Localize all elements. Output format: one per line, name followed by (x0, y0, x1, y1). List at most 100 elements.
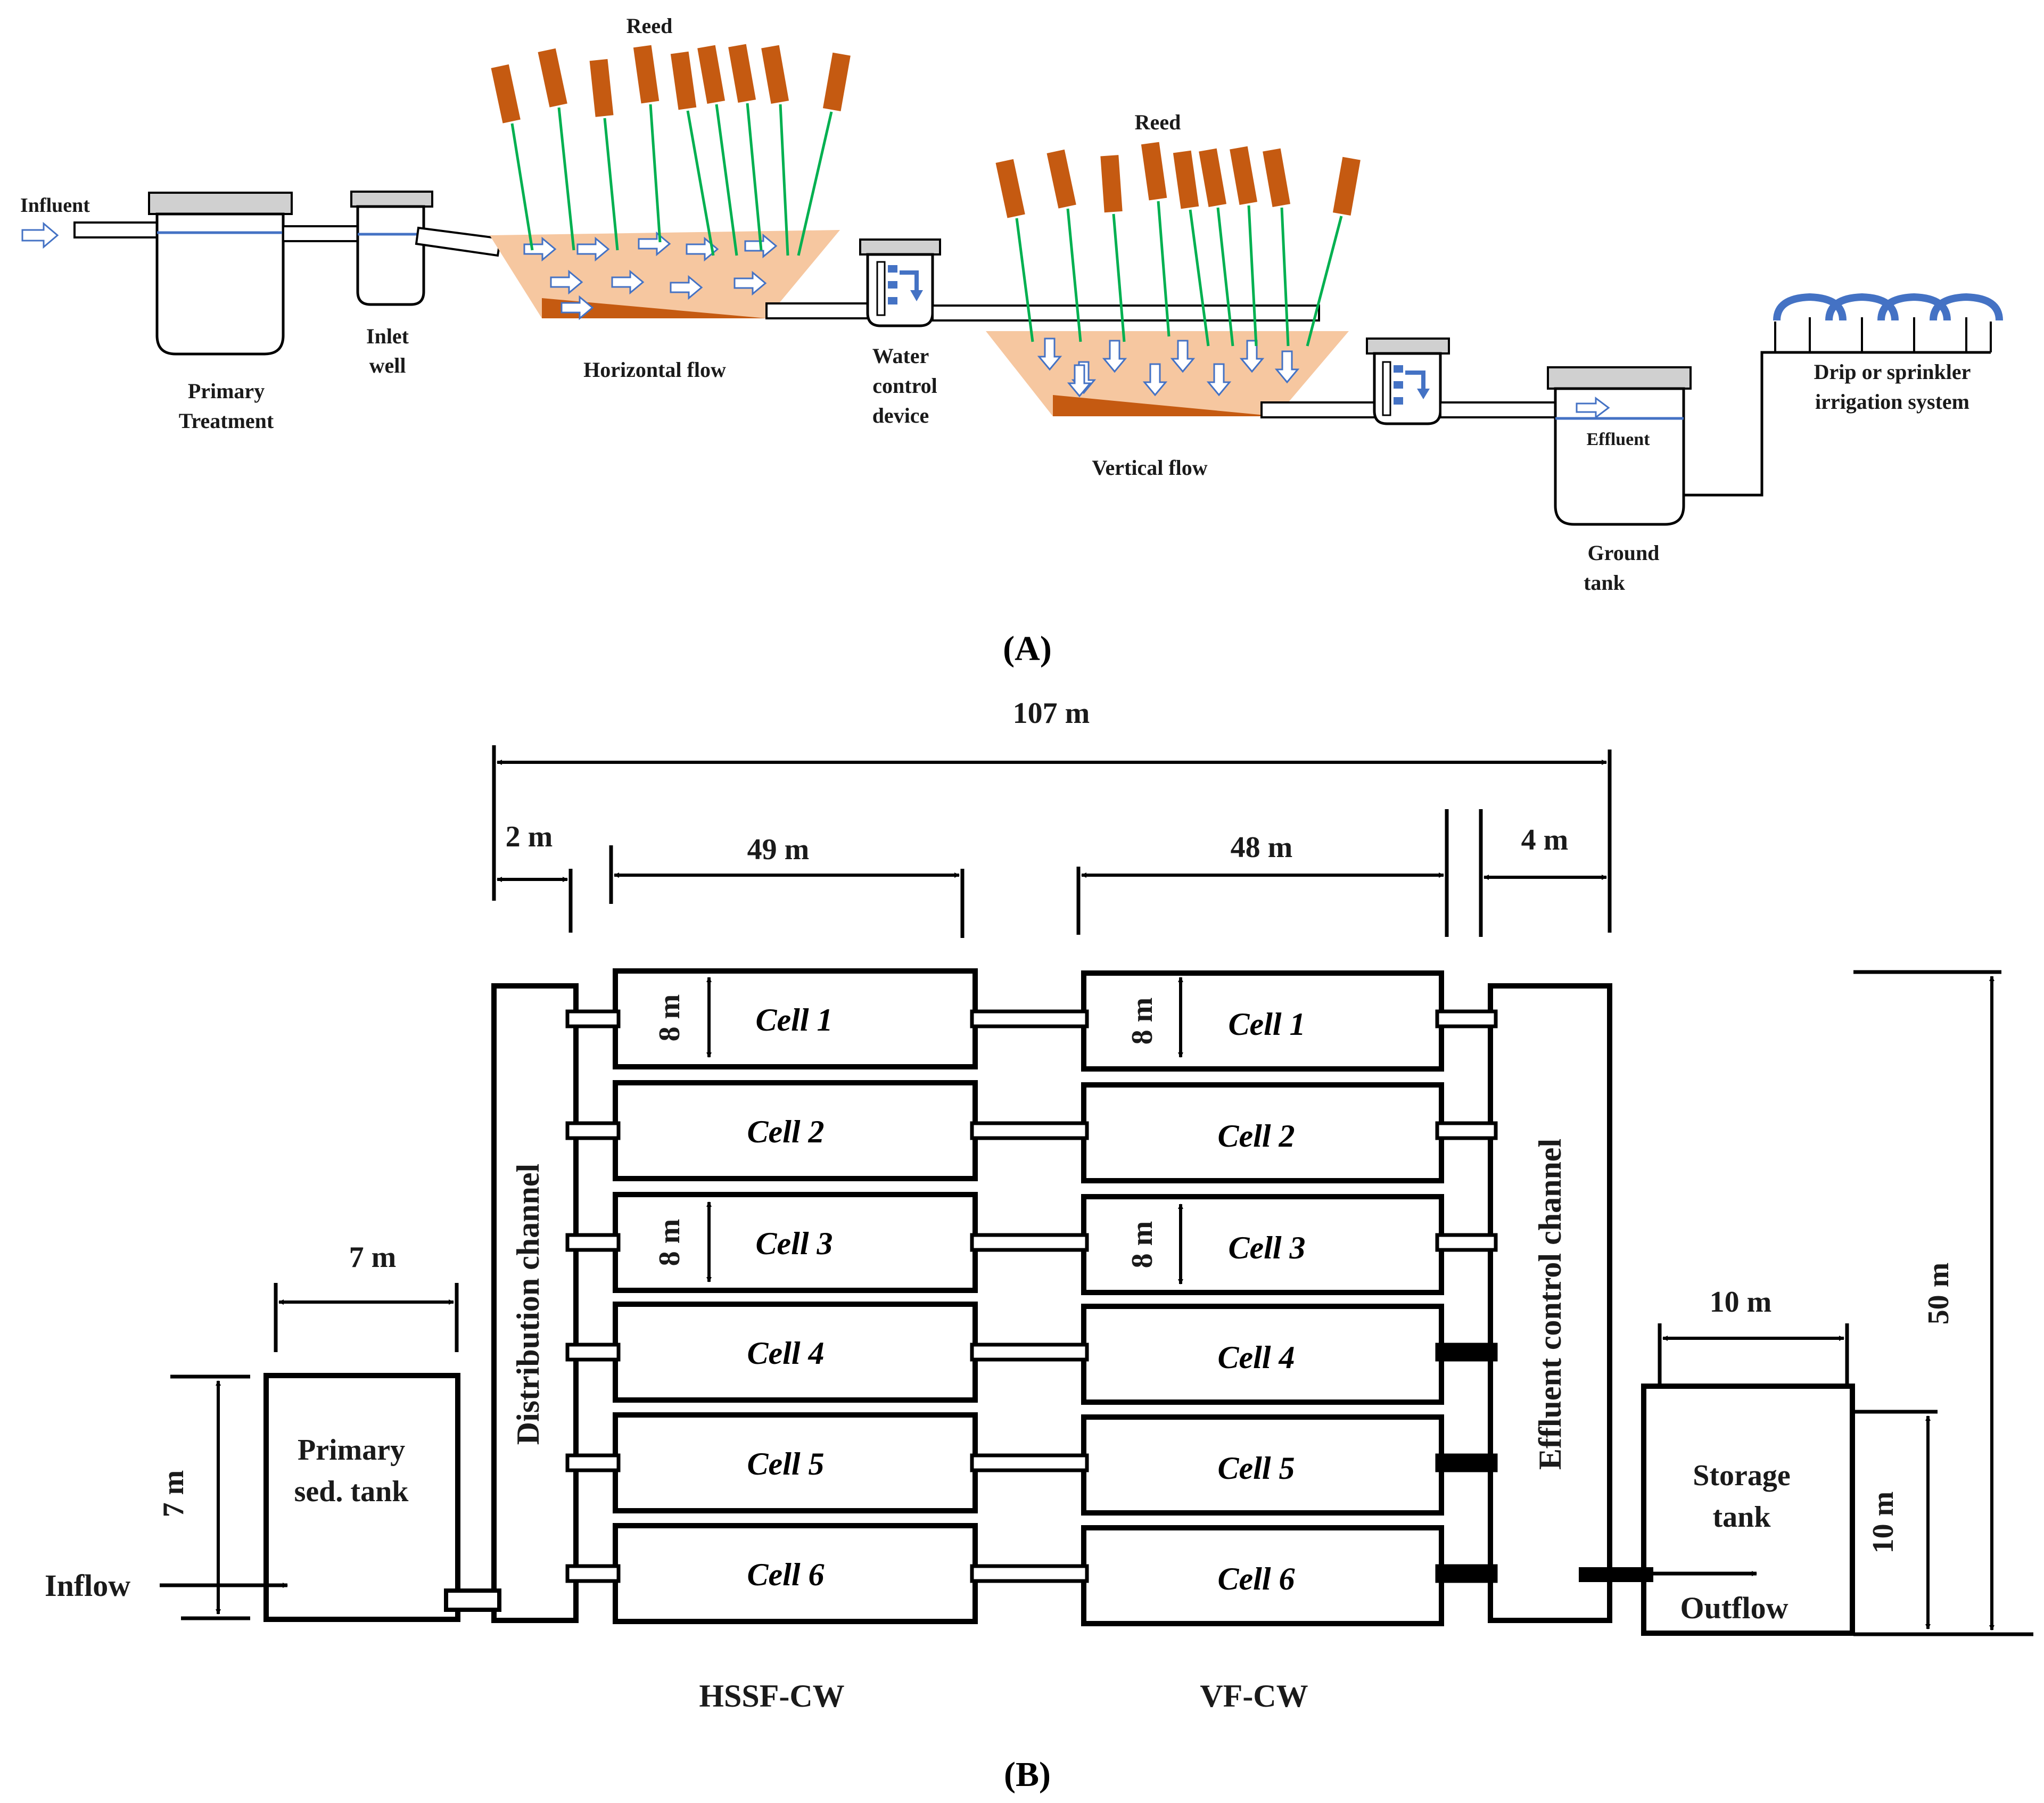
hf-bed-slope (542, 298, 767, 318)
vf-cell-label-1: Cell 1 (1229, 1007, 1306, 1042)
effluent-label: Effluent (1587, 430, 1651, 449)
influent-pipe (73, 221, 161, 238)
storage-height-label: 10 m (1867, 1492, 1900, 1554)
hssf-cell-label-6: Cell 6 (747, 1557, 825, 1592)
reed-b-4 (1141, 142, 1171, 337)
hssf-length-label: 49 m (747, 833, 810, 866)
connector-hssf-vf-1 (970, 1009, 1089, 1028)
hssf-cell-label-4: Cell 4 (747, 1336, 825, 1371)
storage-tank (1641, 1384, 1855, 1636)
inlet-well-label-2: well (369, 353, 406, 377)
reed-b-1 (995, 159, 1034, 342)
connector-vf-eff-2 (1435, 1121, 1498, 1140)
hssf-cell-label-1: Cell 1 (756, 1002, 833, 1038)
pipe-ground-irrigation (1684, 351, 1991, 497)
primary-sed-label-1: Primary (298, 1434, 405, 1467)
connector-hssf-vf-6 (970, 1564, 1089, 1583)
hf-arrow-icon-4 (686, 236, 719, 262)
reed-a-6 (697, 45, 738, 256)
reed-label-1: Reed (627, 14, 673, 38)
dist-width-label: 2 m (506, 820, 553, 853)
inlet-well-label-1: Inlet (366, 324, 409, 348)
primary-tank-body (155, 212, 285, 356)
sprinkler-icon-4 (1930, 293, 2003, 321)
connector-dist-hssf-6 (565, 1564, 621, 1583)
vf-cell-label-3: Cell 3 (1229, 1230, 1306, 1265)
outflow-label: Outflow (1680, 1591, 1789, 1625)
ground-tank-label-2: tank (1584, 571, 1626, 595)
connector-dist-hssf-5 (565, 1453, 621, 1472)
cell-height-label-2: 8 m (653, 1219, 686, 1266)
vf-cell-label-5: Cell 5 (1218, 1451, 1295, 1486)
primary-treatment-label-2: Treatment (179, 409, 274, 433)
ground-tank-body (1554, 387, 1685, 526)
sprinkler-array (1773, 293, 2003, 352)
wcd2-flow-arrow-icon (1405, 371, 1425, 390)
vf-cell-label-6: Cell 6 (1218, 1561, 1295, 1596)
cell-height-dims: 8 m 8 m 8 m 8 m (653, 977, 1183, 1285)
reed-plants-1 (491, 44, 851, 256)
connector-hssf-vf-5 (970, 1453, 1089, 1472)
vf-arrow-icon-9 (1067, 364, 1092, 398)
primary-sed-label-2: sed. tank (294, 1475, 409, 1508)
primary-width-label: 7 m (349, 1241, 397, 1274)
pipe-inlet-hf (415, 226, 502, 257)
connector-hssf-vf-3 (970, 1233, 1089, 1252)
reed-b-8 (1263, 148, 1291, 347)
connector-vf-eff-6 (1435, 1564, 1498, 1583)
connector-dist-hssf-3 (565, 1233, 621, 1252)
cell-height-label-3: 8 m (1126, 998, 1159, 1045)
eff-width-label: 4 m (1521, 824, 1569, 857)
vf-arrow-icon-3 (1102, 340, 1127, 373)
storage-label-1: Storage (1693, 1459, 1791, 1492)
hf-arrow-icon-7 (611, 269, 645, 295)
hssf-cell-label-3: Cell 3 (756, 1226, 833, 1261)
horizontal-flow-label: Horizontal flow (583, 358, 726, 382)
primary-sed-tank (263, 1373, 460, 1622)
vertical-flow-bed (986, 331, 1349, 416)
sprinkler-icon-2 (1825, 293, 1899, 321)
storage-label-2: tank (1713, 1501, 1771, 1534)
primary-height-label: 7 m (157, 1470, 190, 1518)
water-control-label-2: control (872, 374, 937, 398)
vf-cell-label-2: Cell 2 (1218, 1118, 1295, 1154)
inlet-well-lid (350, 191, 433, 208)
connector-dist-hssf-1 (565, 1009, 621, 1028)
influent-arrow-icon (21, 221, 59, 249)
vf-bed-slope (1053, 395, 1276, 416)
connector-vf-eff-1 (1435, 1009, 1498, 1028)
connector-dist-hssf-4 (565, 1343, 621, 1362)
hf-arrow-icon-8 (670, 275, 703, 300)
vf-cell-label-4: Cell 4 (1218, 1340, 1295, 1375)
reed-label-2: Reed (1135, 110, 1181, 134)
vf-label: VF-CW (1200, 1678, 1308, 1714)
distribution-channel-label: Distribution channel (510, 1164, 546, 1445)
vertical-flow-label: Vertical flow (1092, 456, 1207, 480)
hssf-cell-label-2: Cell 2 (747, 1114, 825, 1149)
cell-height-label-4: 8 m (1126, 1221, 1159, 1269)
distribution-channel (491, 983, 579, 1623)
primary-tank-lid (148, 192, 293, 215)
reed-b-2 (1046, 149, 1082, 342)
connector-vf-eff-3 (1435, 1233, 1498, 1252)
ground-tank-lid (1547, 366, 1692, 390)
wcd1-lid (859, 238, 941, 256)
connector-primary-dist (444, 1588, 501, 1612)
irrigation-label-2: irrigation system (1815, 390, 1969, 414)
reed-b-7 (1230, 146, 1258, 347)
water-control-label-1: Water (872, 344, 929, 368)
reed-a-7 (728, 44, 763, 251)
reed-plants-2 (995, 142, 1361, 347)
cell-connectors (565, 1009, 1498, 1583)
pipe-wcd-vf (932, 304, 1320, 322)
hf-arrow-icon-6 (550, 269, 583, 295)
influent-label: Influent (20, 194, 90, 217)
pipe-hf-wcd (765, 302, 869, 319)
connector-vf-eff-4 (1435, 1343, 1498, 1362)
hssf-cell-6 (613, 1523, 978, 1624)
cell-height-label-1: 8 m (653, 994, 686, 1042)
wcd2-lid (1366, 337, 1450, 355)
pipe-vf-wcd2 (1260, 401, 1380, 418)
connector-vf-eff-5 (1435, 1453, 1498, 1472)
